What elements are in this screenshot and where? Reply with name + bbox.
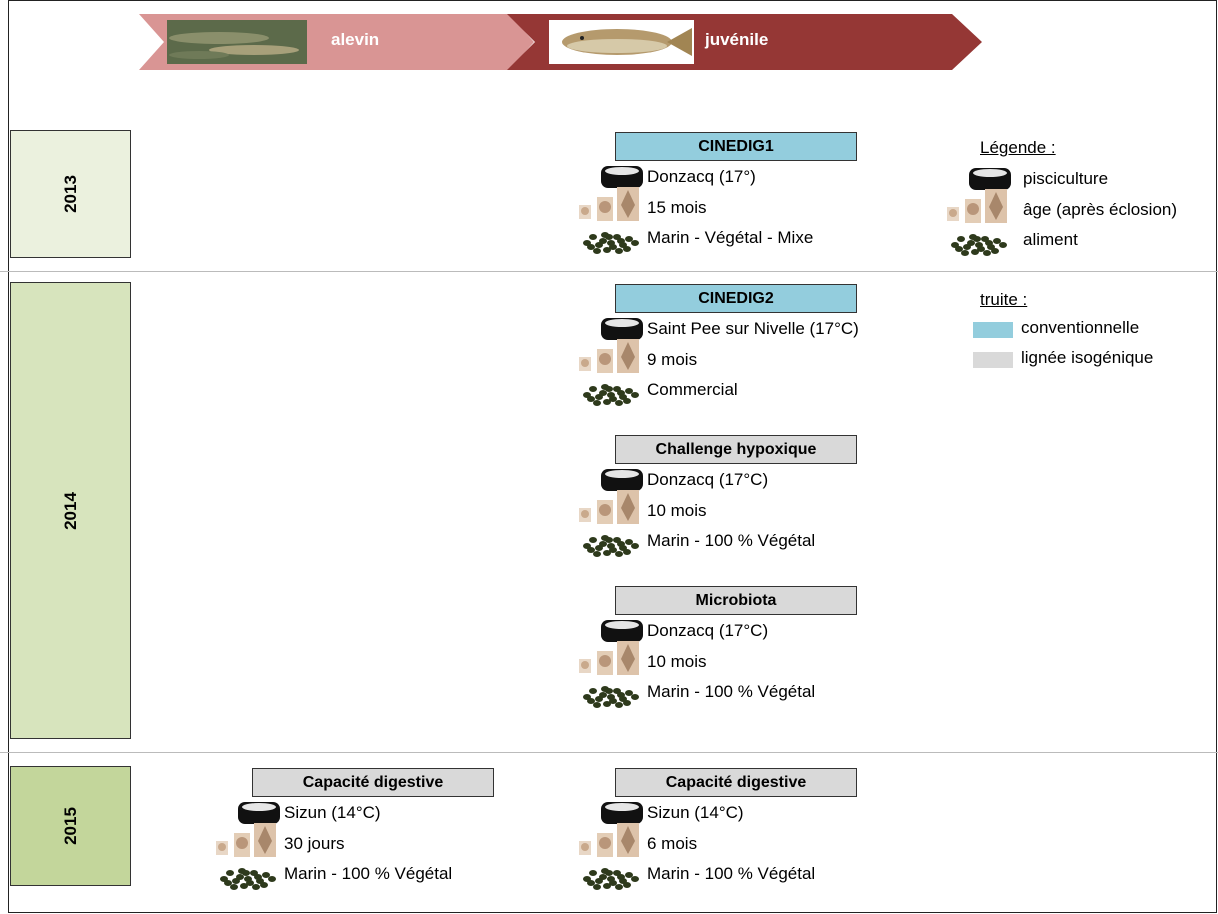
- legend-age-label: âge (après éclosion): [1023, 200, 1178, 219]
- year-separator: [0, 271, 1218, 272]
- site-row: Saint Pee sur Nivelle (17°C): [577, 314, 917, 344]
- year-2013: 2013: [10, 130, 131, 258]
- site-row: Donzacq (17°C): [577, 465, 917, 495]
- legend: Légende : pisciculture âge (après éclosi…: [945, 134, 1215, 374]
- site-text: Sizun (14°C): [647, 803, 744, 822]
- year-separator: [0, 752, 1218, 753]
- feed-text: Marin - 100 % Végétal: [647, 864, 816, 883]
- year-label-2013: 2013: [60, 175, 80, 213]
- legend-iso-label: lignée isogénique: [1021, 348, 1154, 367]
- fish-growth-icon: [577, 339, 641, 380]
- legend-site-row: pisciculture: [945, 164, 1218, 194]
- age-row: 10 mois: [577, 641, 917, 677]
- legend-age-row: âge (après éclosion): [945, 189, 1218, 225]
- year-2015: 2015: [10, 766, 131, 886]
- diagram-frame: [8, 0, 1217, 913]
- legend-conv-label: conventionnelle: [1021, 318, 1140, 337]
- study-title: CINEDIG2: [615, 284, 857, 313]
- feed-text: Commercial: [647, 380, 738, 399]
- legend-feed-row: aliment: [945, 225, 1218, 256]
- site-row: Sizun (14°C): [214, 798, 554, 828]
- tank-icon: [599, 162, 645, 197]
- feed-row: Marin - 100 % Végétal: [577, 677, 917, 708]
- site-row: Donzacq (17°C): [577, 616, 917, 646]
- feed-pellets-icon: [579, 677, 641, 716]
- feed-row: Marin - 100 % Végétal: [577, 526, 917, 557]
- site-text: Donzacq (17°C): [647, 621, 769, 640]
- site-text: Donzacq (17°): [647, 167, 756, 186]
- site-text: Sizun (14°C): [284, 803, 381, 822]
- feed-row: Marin - 100 % Végétal: [214, 859, 554, 890]
- fish-growth-icon: [577, 823, 641, 864]
- year-label-2015: 2015: [60, 807, 80, 845]
- feed-pellets-icon: [216, 859, 278, 898]
- fish-growth-icon: [214, 823, 278, 864]
- stage-label-alevin: alevin: [331, 30, 380, 49]
- feed-row: Commercial: [577, 375, 917, 406]
- swatch-isogenique: [973, 352, 1013, 368]
- legend-feed-label: aliment: [1023, 230, 1078, 249]
- feed-text: Marin - Végétal - Mixe: [647, 228, 814, 247]
- feed-text: Marin - 100 % Végétal: [647, 682, 816, 701]
- feed-row: Marin - 100 % Végétal: [577, 859, 917, 890]
- year-label-2014: 2014: [60, 491, 80, 530]
- age-text: 6 mois: [647, 834, 698, 853]
- legend-title: Légende :: [980, 138, 1056, 157]
- legend-site-label: pisciculture: [1023, 169, 1109, 188]
- fish-growth-icon: [577, 187, 641, 228]
- feed-row: Marin - Végétal - Mixe: [577, 223, 917, 254]
- feed-pellets-icon: [579, 223, 641, 262]
- legend-trout-title: truite :: [980, 290, 1028, 309]
- study-title: CINEDIG1: [615, 132, 857, 161]
- age-row: 15 mois: [577, 187, 917, 223]
- age-row: 30 jours: [214, 823, 554, 859]
- tank-icon: [599, 465, 645, 500]
- tank-icon: [599, 616, 645, 651]
- feed-pellets-icon: [579, 859, 641, 898]
- age-text: 30 jours: [284, 834, 345, 853]
- swatch-conventionnelle: [973, 322, 1013, 338]
- tank-icon: [599, 314, 645, 349]
- study-title: Microbiota: [615, 586, 857, 615]
- study-title: Capacité digestive: [615, 768, 857, 797]
- stage-banner-juvenile: juvénile: [507, 0, 987, 70]
- age-text: 9 mois: [647, 350, 698, 369]
- site-text: Saint Pee sur Nivelle (17°C): [647, 319, 859, 338]
- site-row: Sizun (14°C): [577, 798, 917, 828]
- age-text: 10 mois: [647, 652, 707, 671]
- site-row: Donzacq (17°): [577, 162, 917, 192]
- age-text: 10 mois: [647, 501, 707, 520]
- study-title: Capacité digestive: [252, 768, 494, 797]
- feed-pellets-icon: [579, 375, 641, 414]
- age-row: 9 mois: [577, 339, 917, 375]
- stage-banner-alevin: alevin: [139, 0, 539, 70]
- fish-growth-icon: [577, 490, 641, 531]
- age-text: 15 mois: [647, 198, 707, 217]
- age-row: 6 mois: [577, 823, 917, 859]
- tank-icon: [236, 798, 282, 833]
- feed-pellets-icon: [947, 225, 1009, 264]
- feed-pellets-icon: [579, 526, 641, 565]
- age-row: 10 mois: [577, 490, 917, 526]
- feed-text: Marin - 100 % Végétal: [284, 864, 453, 883]
- feed-text: Marin - 100 % Végétal: [647, 531, 816, 550]
- tank-icon: [599, 798, 645, 833]
- study-title: Challenge hypoxique: [615, 435, 857, 464]
- fish-growth-icon: [577, 641, 641, 682]
- tank-icon: [967, 164, 1013, 199]
- year-2014: 2014: [10, 282, 131, 739]
- site-text: Donzacq (17°C): [647, 470, 769, 489]
- fish-growth-icon: [945, 189, 1009, 230]
- stage-label-juvenile: juvénile: [705, 30, 769, 49]
